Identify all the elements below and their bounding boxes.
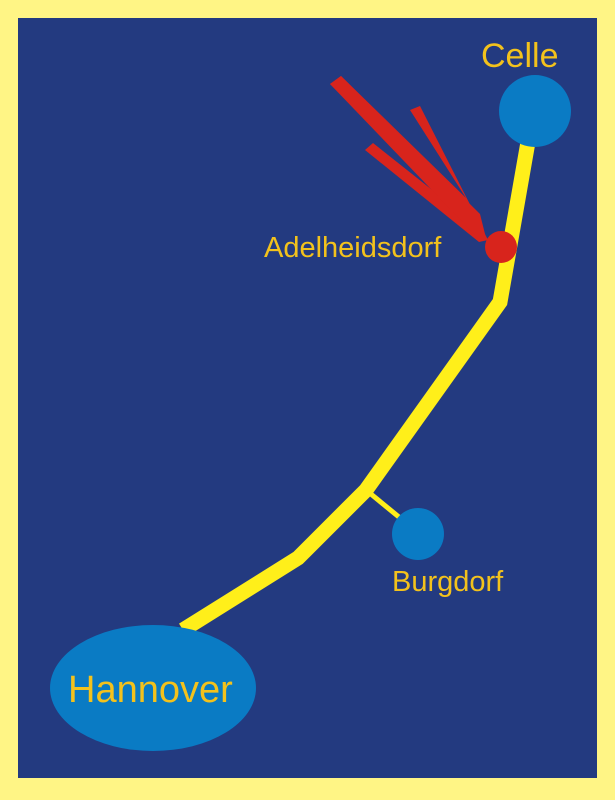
adelheidsdorf-label: Adelheidsdorf — [264, 232, 442, 264]
hannover-label: Hannover — [68, 669, 233, 711]
celle-label: Celle — [481, 37, 558, 75]
hannover-city-marker — [50, 625, 256, 751]
burgdorf-city-marker — [392, 508, 444, 560]
celle-city-marker — [499, 75, 571, 147]
burgdorf-branch-road — [364, 488, 407, 524]
adelheidsdorf-marker — [485, 231, 517, 263]
burgdorf-label: Burgdorf — [392, 566, 504, 598]
location-arrow-icon — [330, 76, 486, 238]
